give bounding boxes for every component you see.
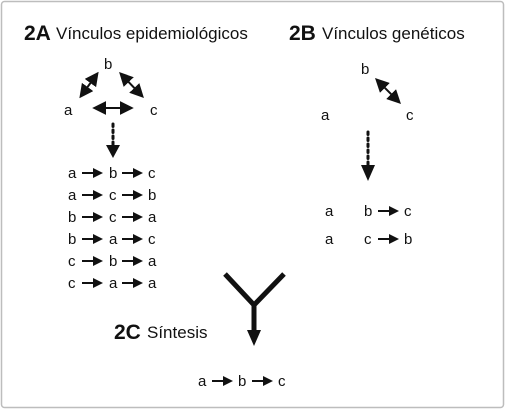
sequence-node: c <box>68 253 76 270</box>
sequence-node: b <box>68 209 76 226</box>
result-pair-node: b <box>404 231 412 248</box>
result-pair-node: b <box>364 203 372 220</box>
panel-2c-code: 2C <box>114 321 141 344</box>
panel-2b-node-left: a <box>321 107 330 124</box>
panel-2b-link-b-c <box>375 78 401 104</box>
synthesis-node: a <box>198 373 207 390</box>
synthesis-node: b <box>238 373 246 390</box>
sequence-node: a <box>68 165 77 182</box>
panel-2b-node-top: b <box>361 61 369 78</box>
sequence-node: b <box>148 187 156 204</box>
panel-2a-node-top: b <box>104 56 112 73</box>
panel-2a-link-b-a <box>79 71 99 99</box>
panel-2b-dotted-arrow-head <box>361 165 375 181</box>
panel-2a-link-b-c <box>119 71 144 99</box>
panel-2a-node-right: c <box>150 102 158 119</box>
sequence-node: c <box>109 187 117 204</box>
result-pair-node: c <box>364 231 372 248</box>
panel-2c-title: Síntesis <box>147 323 207 342</box>
panel-2a-code: 2A <box>24 22 51 45</box>
sequence-node: a <box>109 231 118 248</box>
sequence-node: c <box>148 165 156 182</box>
panel-2c: 2C Síntesis a b c <box>114 272 286 390</box>
panel-2c-sequence: a b c <box>198 373 286 390</box>
sequence-node: b <box>109 253 117 270</box>
sequence-node: a <box>109 275 118 292</box>
result-single-node: a <box>325 203 334 220</box>
panel-2b-title: Vínculos genéticos <box>322 24 465 43</box>
synthesis-node: c <box>278 373 286 390</box>
panel-2b-node-right: c <box>406 107 414 124</box>
sequence-node: a <box>148 253 157 270</box>
result-single-node: a <box>325 231 334 248</box>
sequence-node: a <box>148 275 157 292</box>
sequence-node: c <box>68 275 76 292</box>
panel-2a-dotted-arrow-head <box>106 145 120 158</box>
sequence-node: b <box>68 231 76 248</box>
panel-2a-title: Vínculos epidemiológicos <box>56 24 248 43</box>
sequence-node: c <box>148 231 156 248</box>
sequence-node: b <box>109 165 117 182</box>
panel-2a-node-left: a <box>64 102 73 119</box>
sequence-node: c <box>109 209 117 226</box>
result-pair-node: c <box>404 203 412 220</box>
merge-arrow-head <box>247 330 261 346</box>
panel-2b-code: 2B <box>289 22 316 45</box>
sequence-node: a <box>68 187 77 204</box>
sequence-node: a <box>148 209 157 226</box>
